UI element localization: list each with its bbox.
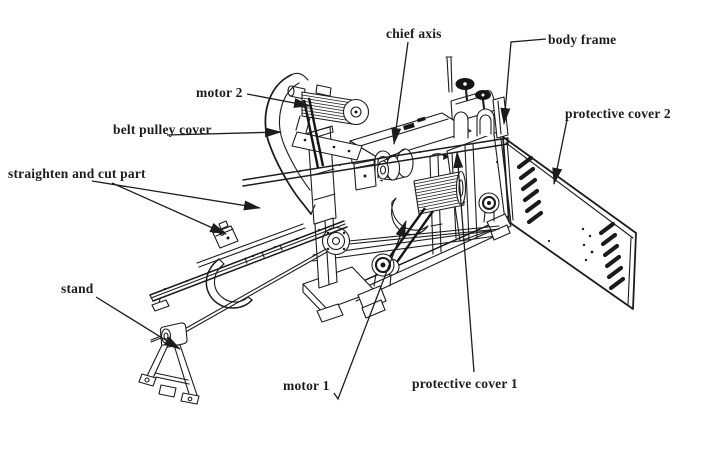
label-motor-2: motor 2: [196, 85, 243, 100]
motor-2-assembly: [287, 84, 370, 161]
cutter-head: [212, 220, 239, 249]
leader-protective-cover-2: [552, 119, 568, 185]
motor-1-fins: [413, 174, 465, 212]
rail-bolts: [163, 228, 321, 291]
wire-through-shaft: [348, 225, 500, 245]
leader-straighten-cut-1: [91, 180, 261, 211]
belt-pulley-cover-shape: [264, 72, 325, 215]
leader-chief-axis: [391, 41, 409, 145]
die-head: [445, 56, 509, 139]
label-chief-axis: chief axis: [386, 26, 442, 41]
leader-protective-cover-1: [453, 151, 475, 373]
junction-box: [353, 159, 377, 191]
label-straighten-cut-part: straighten and cut part: [8, 166, 146, 181]
leader-motor-2: [246, 93, 311, 108]
label-motor-1: motor 1: [283, 378, 330, 393]
handwheel-2: [475, 90, 491, 110]
vent-slots-left: [516, 155, 544, 225]
bearing-arch-right: [476, 108, 495, 137]
label-body-frame: body frame: [548, 32, 616, 47]
leader-motor-1: [333, 220, 407, 401]
protective-cover-2-panel: [502, 136, 637, 310]
label-belt-pulley-cover: belt pulley cover: [113, 122, 212, 137]
rail-strip-bolts: [299, 145, 461, 172]
protective-cover-1-strip: [242, 137, 509, 187]
leader-lines: [91, 38, 568, 401]
label-stand: stand: [61, 281, 94, 296]
vent-slots-right: [598, 221, 626, 291]
leader-straighten-cut-2: [111, 182, 227, 235]
right-pulley: [478, 192, 500, 223]
straighten-cut-rail: [149, 220, 348, 312]
label-protective-cover-1: protective cover 1: [412, 376, 518, 391]
stand-structure: [138, 322, 200, 405]
wire-rod: [150, 248, 328, 343]
labels: chief axis body frame motor 2 belt pulle…: [8, 26, 671, 393]
handwheel-1: [455, 78, 475, 102]
bearing-arch-mid: [453, 111, 469, 139]
leader-stand: [95, 296, 181, 350]
panel-holes: [547, 227, 594, 262]
motor-1-assembly: [371, 153, 467, 287]
leader-belt-pulley-cover: [166, 127, 282, 138]
leader-body-frame: [500, 38, 547, 125]
label-protective-cover-2: protective cover 2: [565, 106, 671, 121]
